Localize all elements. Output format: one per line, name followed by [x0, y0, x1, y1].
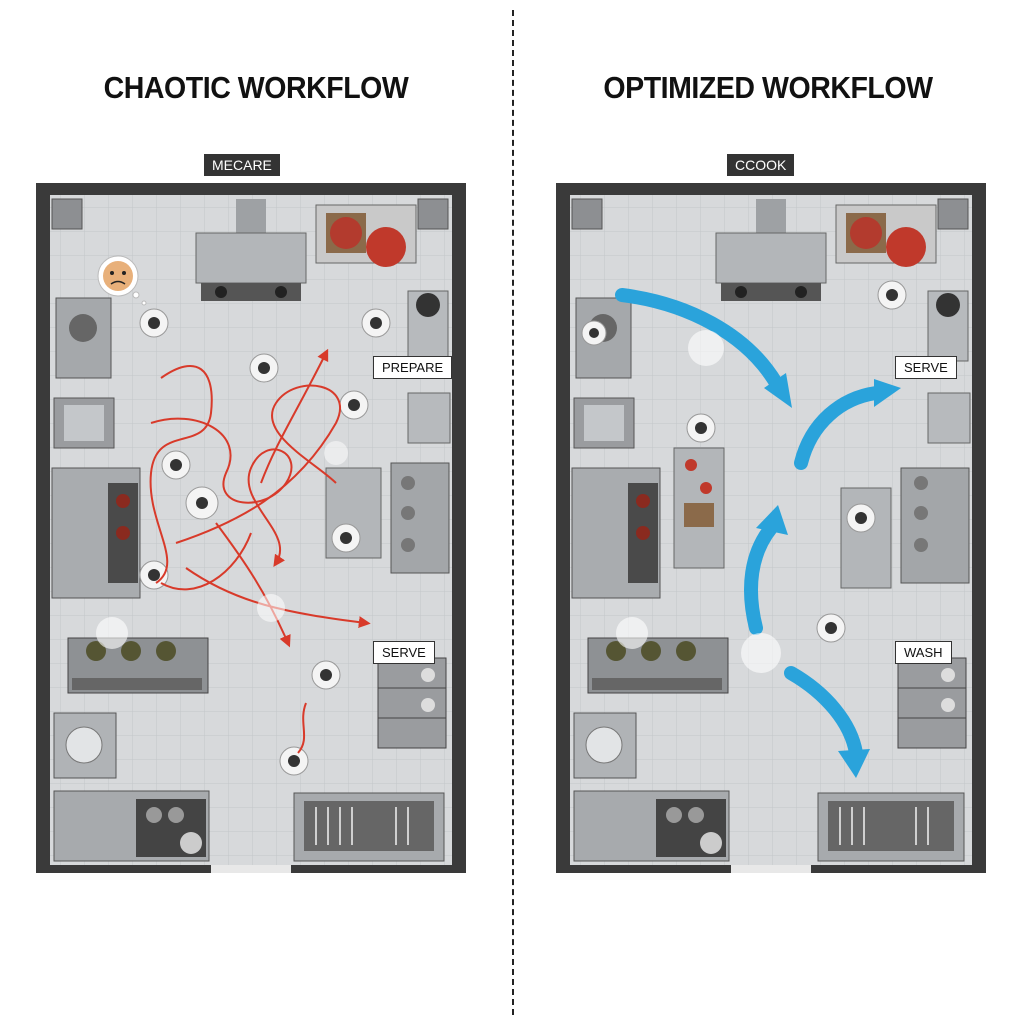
optimized-workflow-title: OPTIMIZED WORKFLOW — [603, 70, 933, 105]
door-gap — [731, 865, 811, 873]
zone-label-serve-left: SERVE — [373, 641, 435, 664]
left-kitchen-tag: MECARE — [204, 154, 280, 176]
chaotic-workflow-title: CHAOTIC WORKFLOW — [103, 70, 409, 105]
chef-icon — [185, 486, 219, 520]
chef-icon — [249, 353, 279, 383]
right-kitchen-tag: CCOOK — [727, 154, 795, 176]
dashed-divider — [512, 10, 514, 1015]
chef-icon — [311, 660, 341, 690]
zone-label-serve-right: SERVE — [895, 356, 957, 379]
chaotic-paths — [149, 348, 371, 754]
optimized-flow-arrows — [615, 288, 901, 778]
chef-icon — [816, 613, 846, 643]
chef-icon — [877, 280, 907, 310]
chef-icon — [686, 413, 716, 443]
chef-icon — [361, 308, 391, 338]
chef-icon — [331, 523, 361, 553]
chef-icon — [139, 308, 169, 338]
optimized-kitchen-floorplan — [556, 183, 986, 873]
chef-icon — [339, 390, 369, 420]
exhaust-hood — [715, 232, 827, 284]
chaotic-kitchen-floorplan — [36, 183, 466, 873]
frustrated-face-icon — [97, 255, 147, 306]
chef-icon — [279, 746, 309, 776]
zone-label-prepare: PREPARE — [373, 356, 453, 379]
chef-icon — [581, 320, 607, 346]
zone-label-wash: WASH — [895, 641, 952, 664]
door-gap — [211, 865, 291, 873]
exhaust-hood — [195, 232, 307, 284]
chef-icon — [161, 450, 191, 480]
chef-icon — [846, 503, 876, 533]
chef-icon — [139, 560, 169, 590]
